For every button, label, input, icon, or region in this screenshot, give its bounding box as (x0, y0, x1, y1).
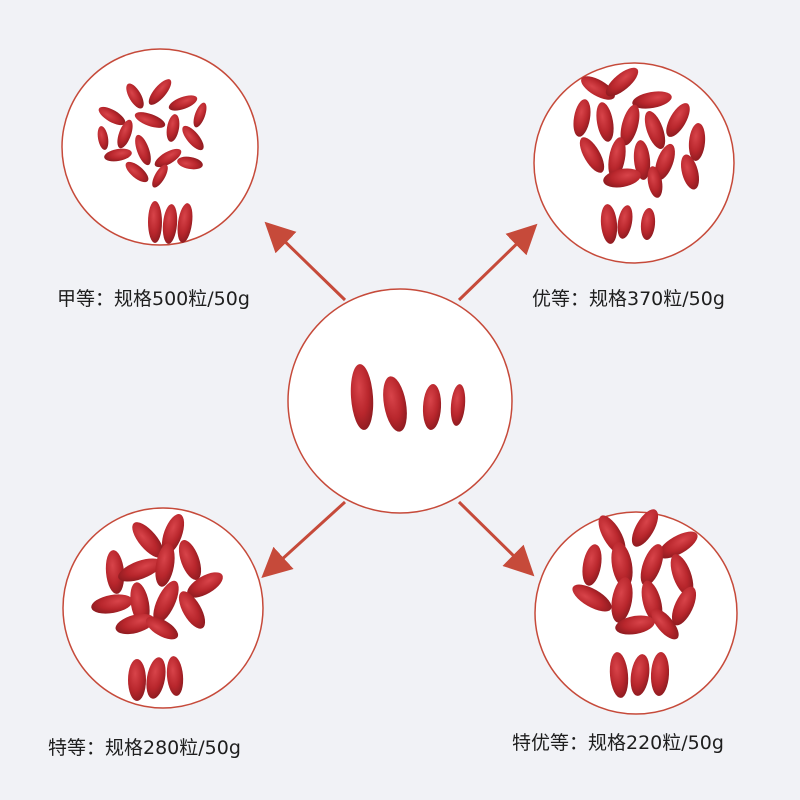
grade-circle-top-right (533, 62, 735, 264)
center-berry-samples (350, 364, 466, 432)
berry-sample-4 (450, 384, 466, 426)
berry-samples-bottom-right (609, 652, 670, 698)
grade-label-bottom-left: 特等：规格280粒/50g (48, 737, 241, 759)
berry-pile-top-right (573, 67, 706, 198)
arrow-to-bottom-left (261, 500, 347, 579)
berry-pile-top-left (97, 79, 207, 188)
berry-pile-bottom-right (572, 509, 698, 640)
berry-sample-1 (350, 364, 374, 430)
grade-label-top-right: 优等：规格370粒/50g (532, 288, 725, 310)
berry-samples-top-left (148, 201, 193, 244)
berry-sample-2 (383, 376, 407, 432)
arrow-to-top-right (457, 223, 538, 302)
arrow-to-top-left (264, 221, 347, 302)
berry-samples-top-right (600, 204, 656, 244)
grade-label-bottom-right: 特优等：规格220粒/50g (512, 732, 724, 754)
berry-samples-bottom-left (128, 656, 184, 701)
grade-label-top-left: 甲等：规格500粒/50g (57, 288, 250, 310)
berry-sample-3 (422, 384, 442, 430)
arrow-to-bottom-right (457, 500, 535, 577)
berry-pile-bottom-left (91, 514, 223, 640)
grade-circle-top-left (61, 48, 259, 246)
